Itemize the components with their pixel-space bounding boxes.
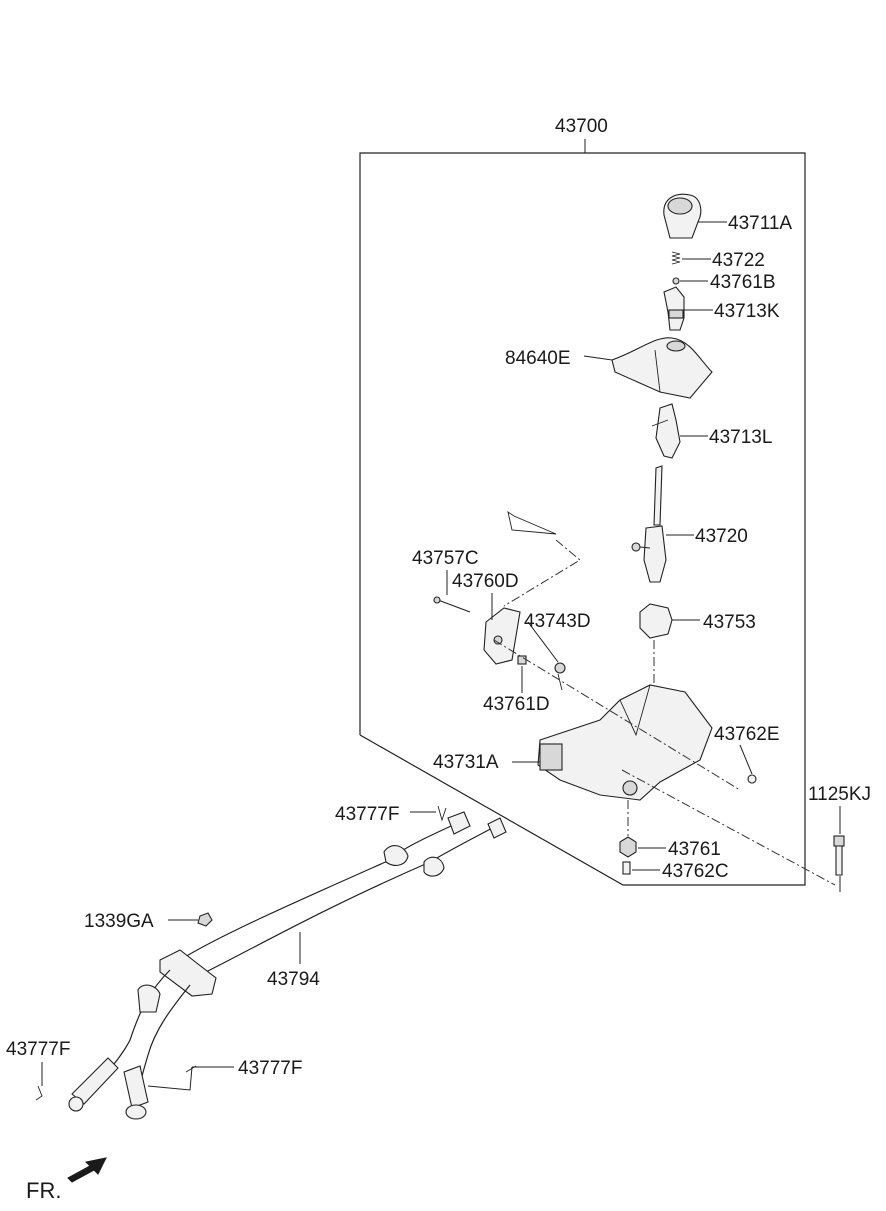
label-cable: 43794 xyxy=(267,969,320,990)
label-bushing-k: 43713K xyxy=(714,301,780,322)
label-lever: 43720 xyxy=(695,526,748,547)
label-clip-upper: 43777F xyxy=(335,804,399,825)
grommet-nut xyxy=(168,912,213,927)
label-pin-c: 43757C xyxy=(412,548,479,569)
shift-lever xyxy=(631,465,694,583)
lever-housing xyxy=(493,639,741,801)
ball xyxy=(672,277,708,285)
label-housing: 43731A xyxy=(433,752,499,773)
label-clip-left: 43777F xyxy=(6,1039,70,1060)
label-grommet-nut: 1339GA xyxy=(84,911,154,932)
ring xyxy=(739,744,757,784)
label-spring: 43722 xyxy=(712,250,765,271)
cable-clip-upper xyxy=(410,805,447,822)
label-bolt: 1125KJ xyxy=(808,784,871,805)
nut-d xyxy=(517,655,527,693)
assembly-frame xyxy=(359,139,806,886)
label-bushing-c: 43762C xyxy=(662,861,729,882)
damper xyxy=(639,603,700,690)
label-knob: 43711A xyxy=(728,213,792,234)
bolt xyxy=(621,769,845,892)
label-bushing-l: 43713L xyxy=(709,427,772,448)
label-ring-e: 43762E xyxy=(714,724,780,745)
label-damper: 43753 xyxy=(703,612,756,633)
shift-cable xyxy=(68,811,507,1120)
select-plate xyxy=(483,593,521,665)
spring xyxy=(671,251,711,265)
label-bushing-d: 43743D xyxy=(524,611,591,632)
label-nut-d: 43761D xyxy=(483,694,550,715)
label-ball-b: 43761B xyxy=(710,272,776,293)
bushing-k xyxy=(663,286,713,331)
bushing-c xyxy=(622,861,660,875)
label-boot: 84640E xyxy=(505,348,571,369)
label-clip-lower: 43777F xyxy=(238,1058,302,1079)
label-front: FR. xyxy=(26,1178,61,1203)
pin xyxy=(433,570,471,613)
nut xyxy=(619,800,666,858)
shift-knob xyxy=(663,193,727,239)
bushing-l xyxy=(651,403,708,459)
cable-clip-left xyxy=(35,1062,43,1101)
bushing-d xyxy=(527,621,566,691)
boot xyxy=(583,337,713,399)
label-plate-d: 43760D xyxy=(452,571,519,592)
retainer-wire xyxy=(503,511,581,607)
label-nut: 43761 xyxy=(668,839,721,860)
label-assembly: 43700 xyxy=(555,116,608,137)
front-arrow-icon xyxy=(67,1157,107,1183)
cable-clip-lower xyxy=(147,1065,234,1091)
